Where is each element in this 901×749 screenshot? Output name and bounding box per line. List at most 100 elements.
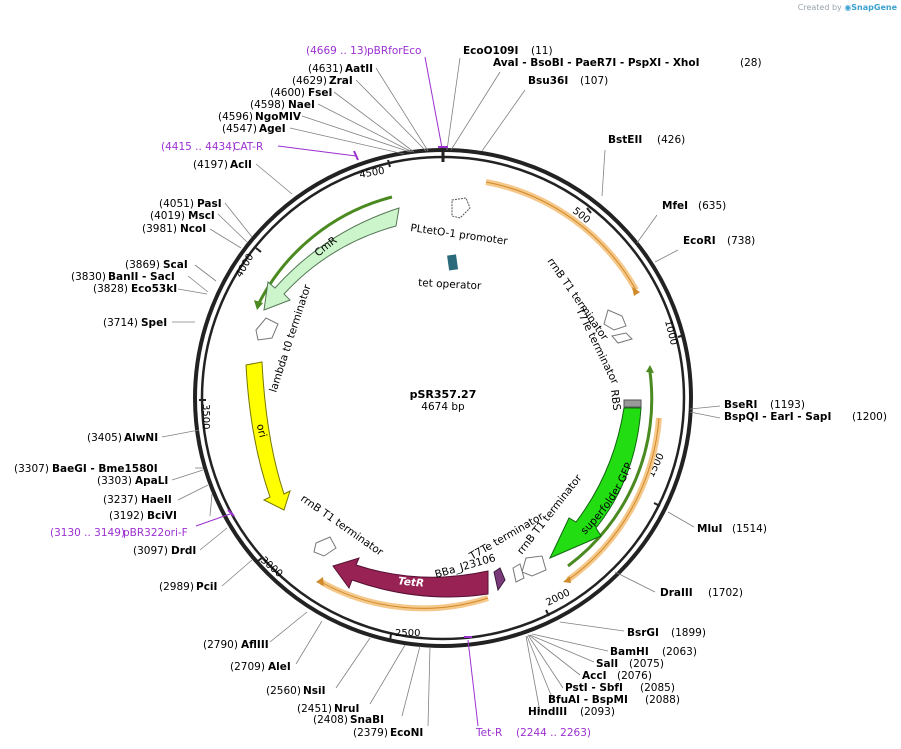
leader-bamhi	[531, 633, 609, 652]
leader-econi	[427, 646, 431, 727]
site-name-hindiii: HindIII	[528, 706, 567, 718]
bba-j23106-promoter	[493, 567, 506, 592]
site-pos-apali: (3303)	[97, 475, 132, 487]
site-pos-spei: (3714)	[103, 317, 138, 329]
cmr-direction-arrowhead	[254, 300, 263, 310]
site-pos-alwni: (3405)	[87, 432, 122, 444]
tick-label-3500: 3500	[200, 404, 211, 429]
site-name-alwni: AlwNI	[124, 432, 158, 444]
leader-nsii	[335, 637, 371, 689]
tetr-label-path: TetR	[397, 575, 424, 589]
leader-bansaci	[187, 275, 209, 293]
primer-labels: (4669 .. 13) pBRforEco (4415 .. 4434) CA…	[50, 45, 591, 739]
leader-ecori	[654, 249, 679, 263]
site-name-nrui: NruI	[334, 703, 359, 715]
primer-range-pbrforeco: (4669 .. 13)	[306, 45, 368, 57]
leader-scai	[194, 264, 217, 282]
site-pos-nsii: (2560)	[266, 685, 301, 697]
site-name-ecori: EcoRI	[683, 235, 716, 247]
primer-range-tet-r: (2244 .. 2263)	[516, 727, 591, 739]
leader-cat-r	[277, 145, 357, 157]
leader-naei	[317, 103, 413, 153]
site-pos-ecori: (738)	[727, 235, 755, 247]
site-name-spei: SpeI	[141, 317, 167, 329]
leader-acci	[528, 634, 581, 676]
site-pos-scai: (3869)	[125, 259, 160, 271]
leader-agei	[289, 127, 405, 155]
site-pos-psti-group: (2085)	[640, 682, 675, 694]
gfp-direction-arc	[567, 371, 654, 568]
site-pos-eco53ki: (3828)	[93, 283, 128, 295]
site-name-acli: AclI	[230, 159, 252, 171]
site-name-pcii: PciI	[196, 581, 217, 593]
pltet-promoter-label: PLtetO-1 promoter	[410, 222, 509, 248]
tick-mark-4000	[255, 247, 262, 253]
site-name-zrai: ZraI	[329, 75, 353, 87]
leader-mfei	[636, 214, 658, 244]
orf-arc-bottom-line	[320, 581, 489, 609]
site-pos-acli: (4197)	[193, 159, 228, 171]
site-name-ncoi: NcoI	[180, 223, 206, 235]
site-name-fsei: FseI	[308, 87, 332, 99]
site-pos-bsu36i: (107)	[580, 75, 608, 87]
leader-zrai	[355, 79, 427, 152]
site-name-scai: ScaI	[163, 259, 188, 271]
site-pos-sali: (2075)	[629, 658, 664, 670]
site-pos-banii-group: (3830)	[71, 271, 106, 283]
site-name-econi: EcoNI	[390, 727, 423, 739]
tick-label-4500: 4500	[359, 166, 386, 181]
rrnb-t1-terminator-3-shape	[313, 536, 337, 557]
site-name-afliii: AflIII	[241, 639, 269, 651]
rrnb-t1-terminator-1-shape	[603, 309, 627, 331]
site-labels-left: (2379) EcoNI (2408) SnaBI (2451) NruI (2…	[14, 63, 423, 739]
site-pos-ngomiv: (4596)	[218, 111, 253, 123]
site-pos-pasi: (4051)	[159, 198, 194, 210]
site-name-acci: AccI	[582, 670, 606, 682]
primer-name-cat-r: CAT-R	[233, 141, 263, 153]
site-pos-bspqi-group: (1200)	[852, 411, 887, 423]
site-name-bcivi: BciVI	[147, 510, 177, 522]
leader-bsteii	[601, 149, 606, 197]
leader-aatii	[375, 67, 429, 152]
site-name-nsii: NsiI	[303, 685, 326, 697]
branding-prefix: Created by	[797, 3, 842, 12]
tet-operator-box	[447, 254, 459, 271]
plasmid-length: 4674 bp	[421, 401, 465, 413]
site-name-bsrgi: BsrGI	[627, 627, 659, 639]
primer-mark-pbr322ori-f	[227, 509, 235, 517]
leader-pasi	[224, 202, 253, 238]
site-name-bseri: BseRI	[724, 399, 757, 411]
site-name-drdi: DrdI	[171, 545, 196, 557]
leader-nrui	[369, 644, 406, 705]
site-pos-drdi: (3097)	[133, 545, 168, 557]
tick-label-1000: 1000	[662, 319, 679, 346]
site-pos-pcii: (2989)	[159, 581, 194, 593]
site-labels-right: EcoO109I (11) AvaI - BsoBI - PaeR7I - Ps…	[463, 45, 887, 718]
tet-operator-label: tet operator	[418, 277, 482, 292]
site-pos-naei: (4598)	[250, 99, 285, 111]
leader-msci	[217, 213, 248, 243]
leader-acli	[255, 163, 293, 195]
superfolder-gfp-arrow	[548, 407, 642, 559]
site-pos-haeii: (3237)	[103, 494, 138, 506]
site-name-eco53ki: Eco53kI	[131, 283, 177, 295]
site-pos-bamhi: (2063)	[662, 646, 697, 658]
site-pos-bcivi: (3192)	[109, 510, 144, 522]
site-name-bsu36i: Bsu36I	[528, 75, 568, 87]
leader-ecoo109i	[446, 57, 461, 151]
site-name-aatii: AatII	[345, 63, 373, 75]
site-name-banii-group: BanII - SacI	[108, 271, 175, 283]
site-pos-avai-group: (28)	[740, 57, 762, 69]
leader-eco53ki	[177, 288, 208, 295]
gfp-direction-arrowhead	[646, 365, 654, 373]
lambda-t0-terminator-shape	[255, 317, 279, 341]
tick-mark-2000	[545, 609, 550, 617]
leader-snabi	[401, 645, 421, 717]
primer-leader-lines	[195, 56, 479, 727]
site-name-bsteii: BstEII	[608, 134, 642, 146]
site-name-mlui: MluI	[697, 523, 722, 535]
snapgene-branding: Created by ◉SnapGene	[798, 3, 897, 12]
leader-draiii	[614, 571, 656, 593]
site-name-bamhi: BamHI	[610, 646, 649, 658]
